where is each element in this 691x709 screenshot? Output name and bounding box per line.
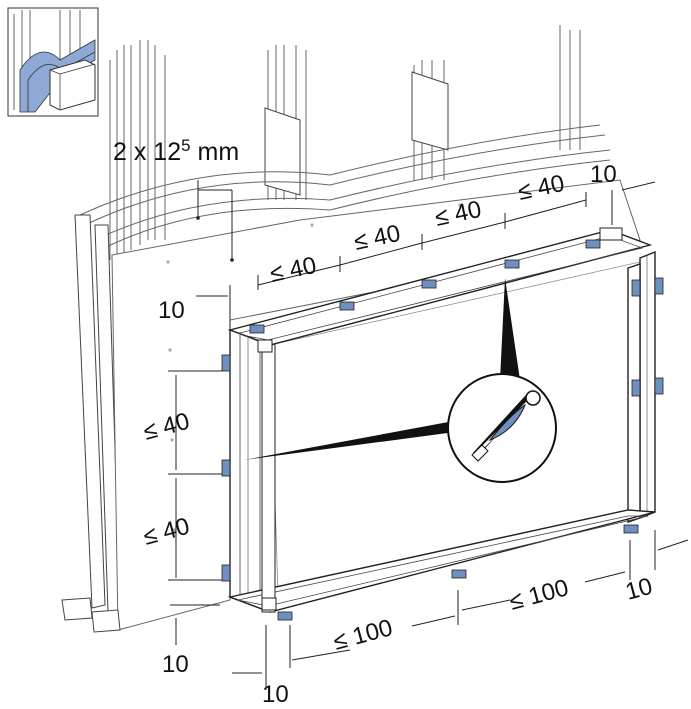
plasterboard	[61, 179, 641, 633]
plasterboard-thickness-label: 2 x 125 mm	[113, 136, 239, 166]
anchor-callout	[244, 278, 557, 483]
floor-offset-label: 10	[162, 651, 189, 678]
hollow-wall-anchor-icon	[471, 390, 541, 462]
top-right-offset-label: 10	[590, 161, 617, 188]
thickness-leaders	[196, 180, 234, 262]
wall-studs	[109, 25, 581, 260]
top-left-offset-label: 10	[158, 297, 185, 324]
bottom-spacing-label-1: ≤ 100	[331, 614, 396, 656]
wall-edge-lines	[79, 124, 611, 251]
bottom-left-offset-label: 10	[262, 681, 289, 708]
wall-section-icon	[7, 7, 99, 117]
bottom-spacing-label-2: ≤ 100	[507, 574, 572, 616]
bottom-right-offset-label: 10	[623, 573, 656, 606]
dimension-lines	[168, 181, 689, 690]
mounting-clips	[221, 239, 664, 621]
